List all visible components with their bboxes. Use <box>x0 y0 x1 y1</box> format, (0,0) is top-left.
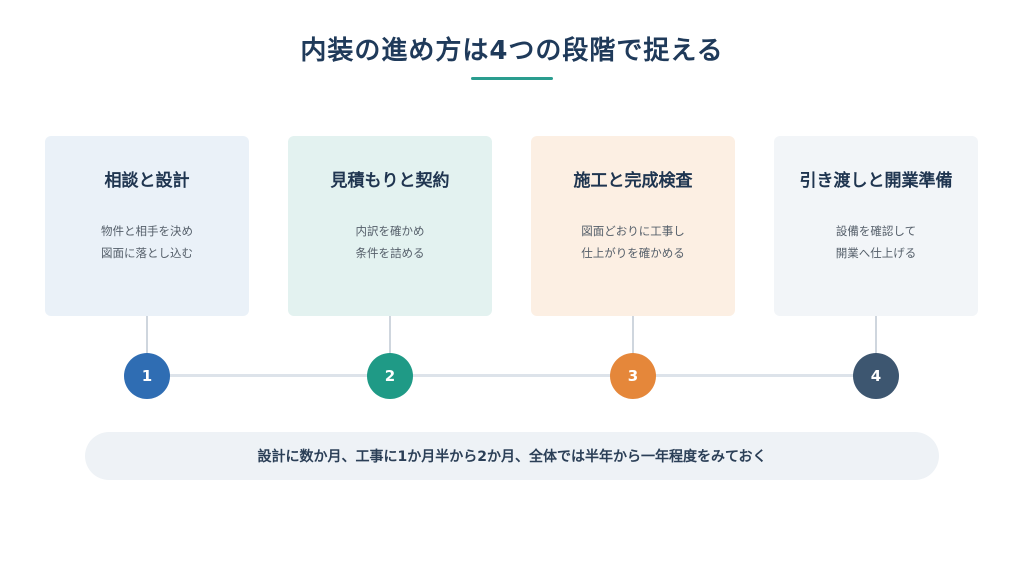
step-1-description: 物件と相手を決め 図面に落とし込む <box>45 220 249 264</box>
step-circle-4: 4 <box>853 353 899 399</box>
connector-4 <box>875 316 877 354</box>
step-card-2: 見積もりと契約 内訳を確かめ 条件を詰める <box>288 136 492 316</box>
step-2-desc-line-1: 内訳を確かめ <box>355 224 425 238</box>
step-1-title: 相談と設計 <box>104 171 190 191</box>
connector-1 <box>146 316 148 354</box>
step-4-desc-line-2: 開業へ仕上げる <box>835 246 917 260</box>
step-3-description: 図面どおりに工事し 仕上がりを確かめる <box>531 220 735 264</box>
connector-2 <box>389 316 391 354</box>
step-2-desc-line-2: 条件を詰める <box>355 246 425 260</box>
step-4-description: 設備を確認して 開業へ仕上げる <box>774 220 978 264</box>
connector-3 <box>632 316 634 354</box>
step-1-desc-line-1: 物件と相手を決め <box>101 224 193 238</box>
step-3-title: 施工と完成検査 <box>573 171 693 191</box>
step-1-desc-line-2: 図面に落とし込む <box>101 246 193 260</box>
summary-text: 設計に数か月、工事に1か月半から2か月、全体では半年から一年程度をみておく <box>257 449 767 465</box>
timeline-line <box>147 374 877 377</box>
step-circle-1: 1 <box>124 353 170 399</box>
step-3-desc-line-2: 仕上がりを確かめる <box>581 246 685 260</box>
step-card-4: 引き渡しと開業準備 設備を確認して 開業へ仕上げる <box>774 136 978 316</box>
step-circle-2: 2 <box>367 353 413 399</box>
step-card-1: 相談と設計 物件と相手を決め 図面に落とし込む <box>45 136 249 316</box>
step-card-3: 施工と完成検査 図面どおりに工事し 仕上がりを確かめる <box>531 136 735 316</box>
step-circle-3: 3 <box>610 353 656 399</box>
page-title: 内装の進め方は4つの段階で捉える <box>300 36 724 66</box>
title-underline <box>471 77 553 80</box>
step-2-description: 内訳を確かめ 条件を詰める <box>288 220 492 264</box>
step-2-title: 見積もりと契約 <box>330 171 450 191</box>
step-4-desc-line-1: 設備を確認して <box>835 224 917 238</box>
step-4-title: 引き渡しと開業準備 <box>799 171 953 191</box>
step-3-desc-line-1: 図面どおりに工事し <box>581 224 685 238</box>
summary-banner: 設計に数か月、工事に1か月半から2か月、全体では半年から一年程度をみておく <box>85 432 939 480</box>
